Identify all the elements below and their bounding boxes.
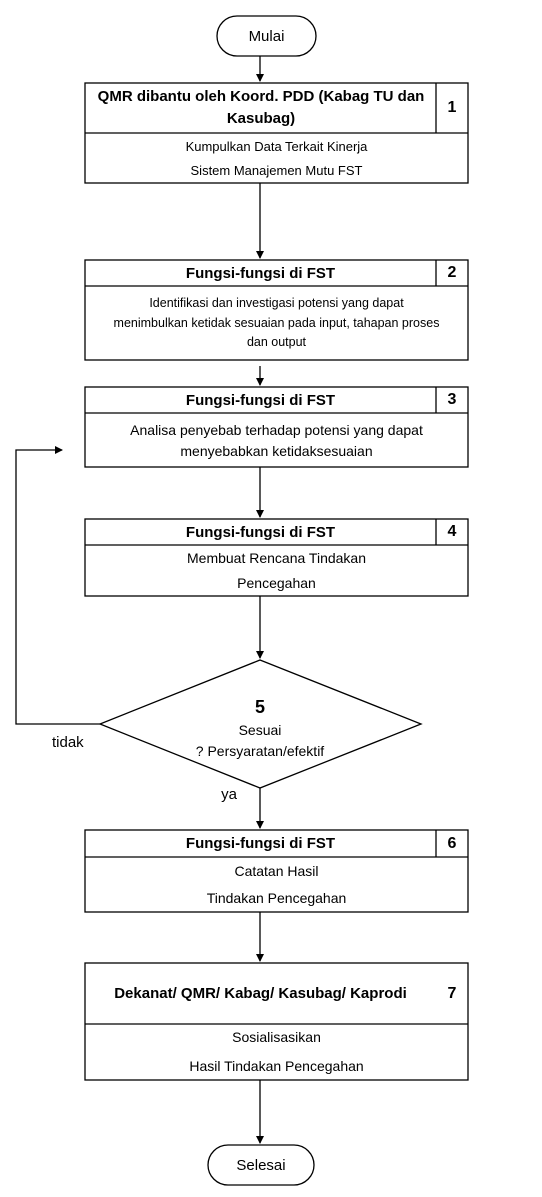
step-3-number: 3 — [447, 391, 457, 408]
arrow-decision-no-loop — [15, 446, 100, 725]
step-6-box — [84, 829, 469, 913]
step-4-line-1: Membuat Rencana Tindakan — [187, 550, 366, 566]
step-3-box — [84, 386, 469, 468]
step-1-header: QMR dibantu oleh Koord. PDD (Kabag TU da… — [97, 88, 425, 127]
step-7-line-1: Sosialisasikan — [232, 1029, 321, 1045]
step-6-line-1: Catatan Hasil — [234, 863, 319, 879]
end-label: Selesai — [236, 1156, 286, 1174]
step-1-number: 1 — [447, 99, 457, 116]
decision-line-2: ? Persyaratan/efektif — [195, 743, 325, 759]
step-7-box — [84, 962, 469, 1081]
step-2-box — [84, 259, 469, 361]
step-1-line-2: Sistem Manajemen Mutu FST — [190, 162, 363, 178]
step-7-number: 7 — [447, 984, 457, 1002]
step-2-line-2: menimbulkan ketidak sesuaian pada input,… — [113, 316, 440, 330]
step-2-number: 2 — [447, 264, 457, 281]
step-3-line-2: menyebabkan ketidaksesuaian — [180, 443, 373, 459]
step-2-line-1: Identifikasi dan investigasi potensi yan… — [149, 296, 404, 310]
decision-no-label: tidak — [52, 733, 84, 751]
step-6-header: Fungsi-fungsi di FST — [185, 835, 336, 852]
step-3-header: Fungsi-fungsi di FST — [185, 391, 336, 409]
step-4-line-2: Pencegahan — [237, 575, 316, 591]
step-4-header: Fungsi-fungsi di FST — [185, 523, 336, 541]
step-3-line-1: Analisa penyebab terhadap potensi yang d… — [130, 422, 423, 438]
step-6-number: 6 — [447, 834, 457, 852]
decision-yes-label: ya — [221, 785, 237, 803]
start-terminal-shape — [216, 15, 317, 57]
step-4-number: 4 — [447, 523, 457, 540]
step-4-box — [84, 518, 469, 597]
start-label: Mulai — [248, 27, 285, 45]
decision-line-1: Sesuai — [238, 722, 282, 738]
decision-number: 5 — [254, 696, 265, 717]
end-terminal-shape — [207, 1144, 315, 1186]
step-7-header: Dekanat/ QMR/ Kabag/ Kasubag/ Kaprodi — [114, 985, 407, 1002]
step-7-line-2: Hasil Tindakan Pencegahan — [189, 1058, 364, 1074]
step-2-line-3: dan output — [246, 335, 307, 349]
step-6-line-2: Tindakan Pencegahan — [206, 890, 347, 906]
step-1-line-1: Kumpulkan Data Terkait Kinerja — [185, 138, 368, 154]
step-2-header: Fungsi-fungsi di FST — [185, 264, 336, 282]
